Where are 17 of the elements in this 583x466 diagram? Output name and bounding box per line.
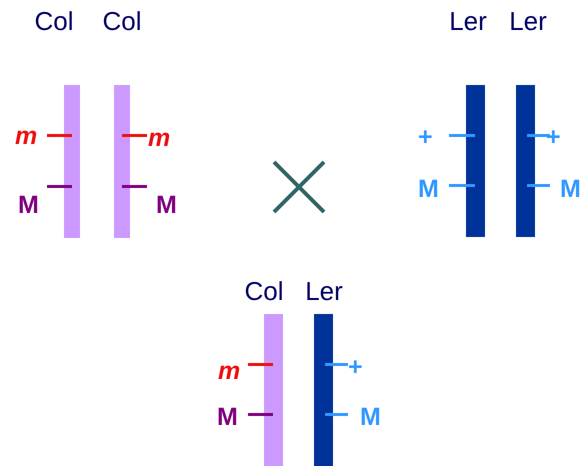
allele-label: M <box>560 175 581 203</box>
allele-label: M <box>217 403 238 431</box>
strain-label: Col <box>102 6 142 36</box>
strain-label: Col <box>34 6 74 36</box>
allele-label: M <box>360 403 381 431</box>
strain-label: Ler <box>305 276 343 306</box>
allele-label: M <box>418 175 439 203</box>
allele-label: m <box>15 122 38 150</box>
strain-label: Ler <box>449 6 487 36</box>
allele-label: M <box>156 191 177 219</box>
allele-label: m <box>148 124 170 152</box>
allele-label: + <box>348 353 363 381</box>
strain-label: Col <box>244 276 284 306</box>
strain-label: Ler <box>509 6 547 36</box>
allele-label: m <box>218 357 240 385</box>
allele-label: M <box>18 191 39 219</box>
allele-label: + <box>418 123 433 151</box>
